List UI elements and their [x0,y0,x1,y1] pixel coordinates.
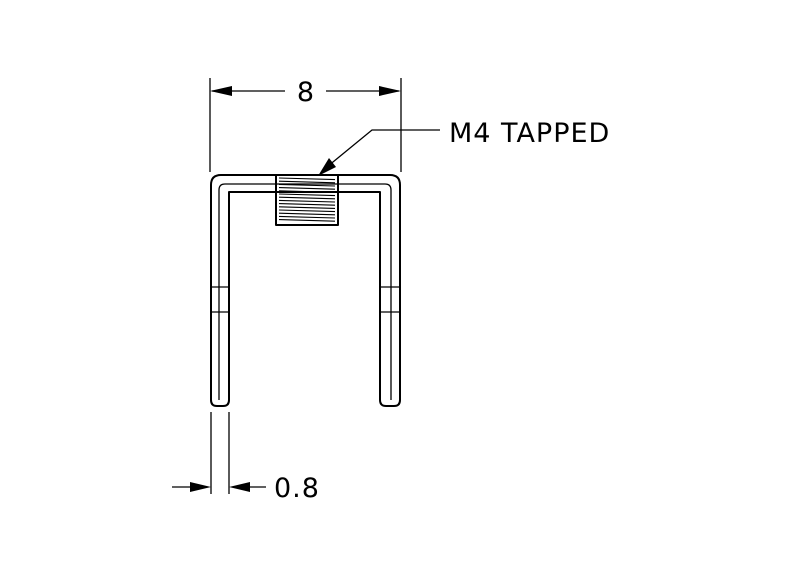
thickness-arrow-right [229,482,250,492]
width-arrow-right [379,86,401,96]
thread-line [278,196,336,200]
width-arrow-left [210,86,232,96]
thread-line [278,219,336,222]
callout-leader-arrow [318,158,336,176]
thread-line [278,212,336,216]
thread-line [278,215,336,219]
thread-line [278,180,336,184]
bracket-inner-bend-line [218,183,392,400]
thread-line [278,187,336,190]
thread-line [278,209,336,213]
thread-line [278,206,336,209]
width-dimension-label: 8 [297,77,315,108]
thickness-arrow-left [190,482,211,492]
thread-line [278,193,336,197]
bracket-outer-outline [210,174,401,407]
callout-leader-line [321,129,440,172]
thread-line [278,190,336,193]
thread-lines [278,177,336,222]
tapped-boss [275,174,339,226]
thread-line [278,183,336,187]
thickness-dimension-label: 0.8 [274,473,320,504]
thread-line [278,199,336,203]
thread-line [278,203,336,206]
callout-label: M4 TAPPED [449,118,610,149]
thread-line [278,177,336,181]
